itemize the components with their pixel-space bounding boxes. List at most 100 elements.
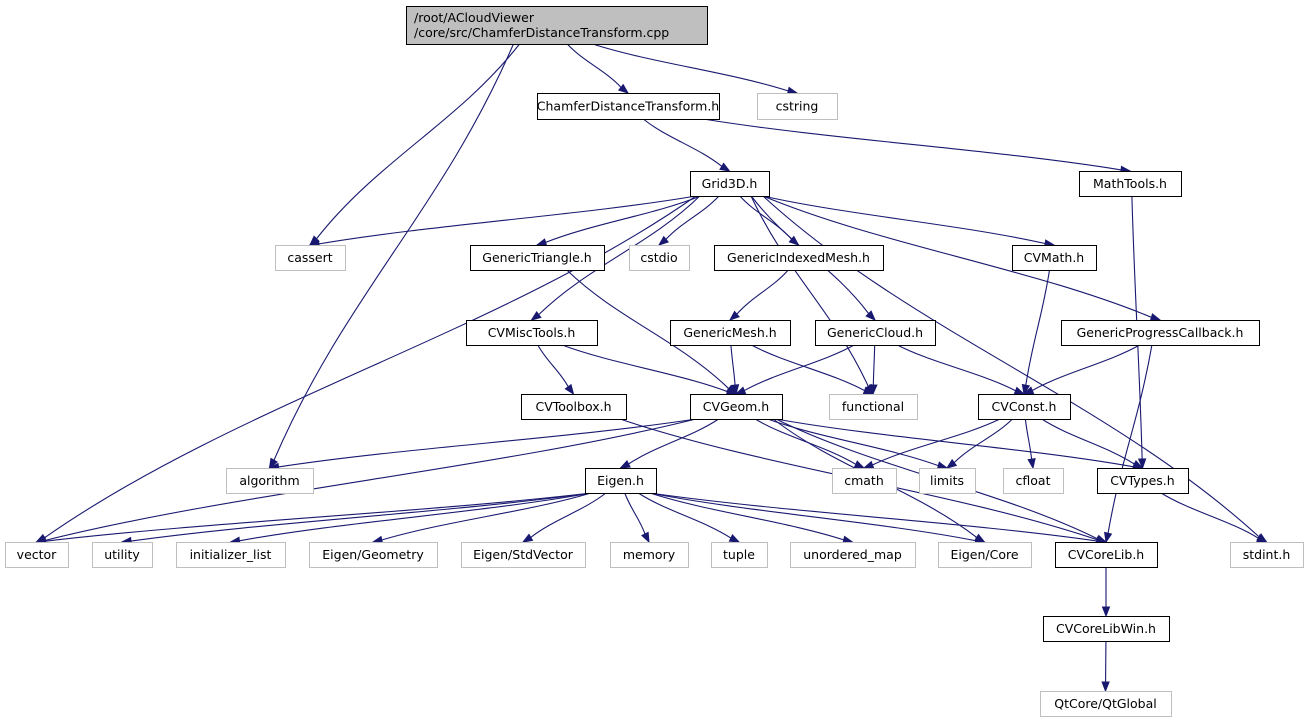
arrowhead-cvtypes-to-stdint <box>1256 534 1268 543</box>
node-cvcorelibwin[interactable]: CVCoreLibWin.h <box>1043 616 1170 642</box>
edge-eigen-to-eigengeom <box>381 492 592 541</box>
node-cmath: cmath <box>832 468 897 494</box>
node-label: CVCoreLibWin.h <box>1056 621 1156 636</box>
edge-grid3d-to-functional <box>750 195 869 387</box>
node-label: GenericCloud.h <box>827 325 923 340</box>
edges-layer <box>35 43 1268 693</box>
node-label: CVConst.h <box>992 399 1057 414</box>
edge-cvconst-to-cvtypes <box>1041 418 1135 465</box>
arrowhead-cvgeom-to-eigen <box>619 459 631 469</box>
arrowhead-eigen-to-tuple <box>728 534 741 543</box>
node-initlist: initializer_list <box>176 542 286 568</box>
arrowhead-root-to-algorithm <box>268 457 278 470</box>
node-box <box>5 542 69 568</box>
node-box <box>406 6 708 45</box>
arrowhead-eigen-to-memory <box>640 531 650 544</box>
node-cvconst[interactable]: CVConst.h <box>978 394 1071 420</box>
edge-genmesh-to-cvgeom <box>730 344 736 386</box>
node-box <box>176 542 286 568</box>
node-label: CVGeom.h <box>703 399 769 414</box>
node-label: QtCore/QtGlobal <box>1054 696 1157 711</box>
node-label: GenericMesh.h <box>683 325 776 340</box>
edge-gencloud-to-cvgeom <box>744 344 855 392</box>
arrowhead-grid3d-to-gentri <box>535 238 548 247</box>
arrowhead-mathtools-to-cvtypes <box>1137 458 1147 470</box>
edge-gencloud-to-cvconst <box>897 344 1016 392</box>
arrowhead-gencloud-to-cvgeom <box>734 386 747 395</box>
node-box <box>829 394 918 420</box>
node-box <box>309 542 438 568</box>
node-label: cfloat <box>1016 473 1051 488</box>
node-cvmath[interactable]: CVMath.h <box>1012 245 1097 271</box>
node-cvmisc[interactable]: CVMiscTools.h <box>466 320 598 346</box>
edge-eigen-to-utility <box>130 492 592 542</box>
nodes-layer: /root/ACloudViewer/core/src/ChamferDista… <box>5 6 1304 717</box>
node-eigengeom: Eigen/Geometry <box>309 542 438 568</box>
node-box <box>938 542 1032 568</box>
node-box <box>757 93 838 120</box>
node-box <box>1040 691 1172 717</box>
arrowhead-grid3d-to-genprog <box>1149 313 1162 322</box>
node-label: Eigen/StdVector <box>473 547 574 562</box>
node-box <box>670 320 791 346</box>
node-label: tuple <box>723 547 755 562</box>
node-cdt_h[interactable]: ChamferDistanceTransform.h <box>537 93 720 120</box>
node-cvcorelib[interactable]: CVCoreLib.h <box>1055 542 1158 568</box>
node-gentri[interactable]: GenericTriangle.h <box>470 245 605 271</box>
node-label: functional <box>842 399 904 414</box>
arrowhead-cvcorelib-to-cvcorelibwin <box>1101 606 1111 618</box>
arrowhead-cvmisc-to-cvtoolbox <box>564 383 575 396</box>
edge-eigen-to-initlist <box>239 492 592 542</box>
node-gencloud[interactable]: GenericCloud.h <box>815 320 936 346</box>
arrowhead-genmesh-to-functional <box>862 386 875 395</box>
node-box <box>585 468 657 494</box>
edge-cvgeom-to-eigen <box>628 418 719 465</box>
node-cvgeom[interactable]: CVGeom.h <box>690 394 783 420</box>
edge-grid3d-to-cvmath <box>762 195 1046 245</box>
node-box <box>610 542 689 568</box>
edge-genprog-to-cvcorelib <box>1107 344 1153 534</box>
node-cvtypes[interactable]: CVTypes.h <box>1097 468 1189 494</box>
arrowhead-root-to-cdt_h <box>617 83 630 94</box>
node-box <box>690 394 783 420</box>
node-genprog[interactable]: GenericProgressCallback.h <box>1061 320 1260 346</box>
arrowhead-gencloud-to-cvconst <box>1013 386 1026 395</box>
node-mathtools[interactable]: MathTools.h <box>1079 171 1182 197</box>
node-label: memory <box>623 547 676 562</box>
node-cvtoolbox[interactable]: CVToolbox.h <box>521 394 627 420</box>
edge-cvgeom-to-limits <box>767 418 939 467</box>
node-label: CVMath.h <box>1024 250 1084 265</box>
node-box <box>461 542 586 568</box>
edge-eigen-to-memory <box>624 492 646 535</box>
node-cfloat: cfloat <box>1003 468 1064 494</box>
edge-cvgeom-to-algorithm <box>278 418 697 468</box>
node-box <box>1043 616 1170 642</box>
edge-root-to-cassert <box>316 43 520 240</box>
node-label: algorithm <box>239 473 299 488</box>
arrowhead-gencloud-to-functional <box>869 384 878 396</box>
node-label: utility <box>104 547 140 562</box>
edge-cvmisc-to-cvgeom <box>561 344 728 393</box>
node-box <box>1012 245 1097 271</box>
node-label: /root/ACloudViewer <box>414 10 535 25</box>
arrowhead-grid3d-to-cvmisc <box>530 310 542 321</box>
node-utility: utility <box>92 542 153 568</box>
node-limits: limits <box>919 468 976 494</box>
arrowhead-cvconst-to-limits <box>945 458 958 469</box>
node-genidxmesh[interactable]: GenericIndexedMesh.h <box>714 245 884 271</box>
node-eigen[interactable]: Eigen.h <box>585 468 657 494</box>
node-label: GenericTriangle.h <box>482 250 591 265</box>
edge-grid3d-to-gentri <box>545 195 701 243</box>
node-label: /core/src/ChamferDistanceTransform.cpp <box>414 25 669 40</box>
edge-cvconst-to-cmath <box>872 418 1001 466</box>
node-label: CVTypes.h <box>1110 473 1174 488</box>
node-box <box>1003 468 1064 494</box>
edge-cvgeom-to-vector <box>45 418 697 541</box>
edge-cdt_h-to-grid3d <box>642 118 723 167</box>
node-box <box>1079 171 1182 197</box>
arrowhead-eigen-to-eigenstdvec <box>521 533 534 543</box>
node-genmesh[interactable]: GenericMesh.h <box>670 320 791 346</box>
node-grid3d[interactable]: Grid3D.h <box>690 171 770 197</box>
node-root[interactable]: /root/ACloudViewer/core/src/ChamferDista… <box>406 6 708 45</box>
